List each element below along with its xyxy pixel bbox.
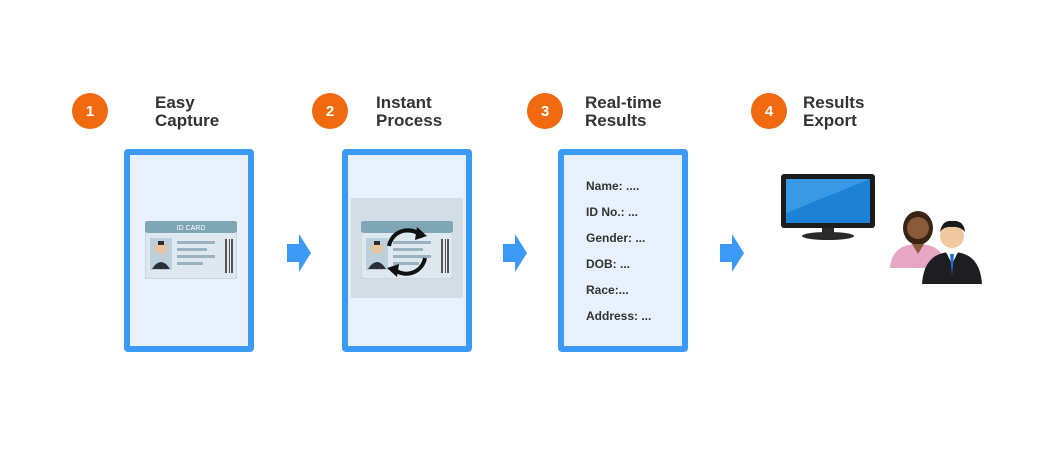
step-1-title-line2: Capture	[155, 111, 220, 130]
result-field-gender: Gender: ...	[586, 231, 646, 245]
arrow-right-icon	[503, 234, 527, 272]
step-1-title-line1: Easy	[155, 93, 195, 112]
result-field-name: Name: ....	[586, 179, 640, 193]
step-3-title-line2: Results	[585, 111, 647, 130]
monitor-icon	[781, 174, 875, 240]
step-2-title-line1: Instant	[376, 93, 432, 112]
phone-capture: ID CARD	[124, 149, 254, 352]
step-4-number: 4	[751, 93, 787, 129]
id-card-icon	[361, 221, 453, 279]
step-3-number: 3	[527, 93, 563, 129]
users-icon	[890, 211, 982, 284]
phone-results: Name: .... ID No.: ... Gender: ... DOB: …	[558, 149, 688, 352]
step-2-title-line2: Process	[376, 111, 443, 130]
arrow-right-icon	[720, 234, 744, 272]
step-3-title: Real-time Results	[585, 94, 662, 130]
step-1-title: Easy Capture	[155, 94, 219, 130]
step-3-title-line1: Real-time	[585, 93, 662, 112]
result-field-dob: DOB: ...	[586, 257, 630, 271]
step-4-title-line2: Export	[803, 111, 857, 130]
step-1-number: 1	[72, 93, 108, 129]
arrow-right-icon	[287, 234, 311, 272]
refresh-cycle-icon	[387, 227, 427, 277]
step-2-title: Instant Process	[376, 94, 442, 130]
result-field-id-no: ID No.: ...	[586, 205, 638, 219]
step-2-number: 2	[312, 93, 348, 129]
step-4-title: Results Export	[803, 94, 864, 130]
phone-process	[342, 149, 472, 352]
result-field-address: Address: ...	[586, 309, 652, 323]
id-card-icon: ID CARD	[145, 221, 237, 279]
step-4-title-line1: Results	[803, 93, 865, 112]
id-card-label: ID CARD	[177, 225, 206, 232]
result-field-race: Race:...	[586, 283, 629, 297]
